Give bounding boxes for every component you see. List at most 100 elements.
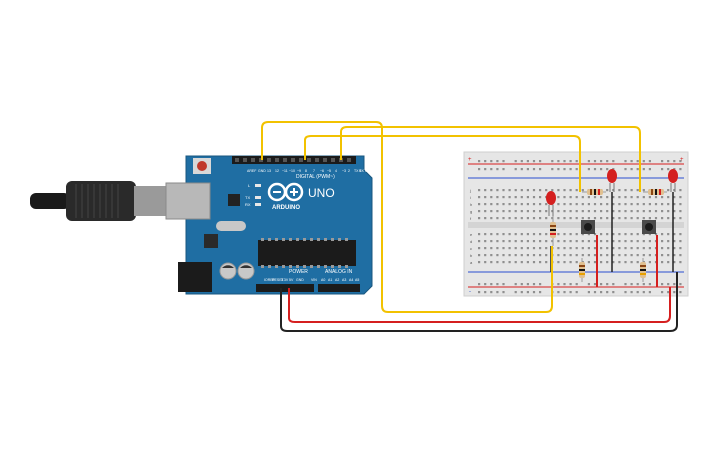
breadboard-hole [569,217,572,220]
wire-red-5v[interactable] [288,287,671,323]
breadboard-hole [514,240,517,243]
breadboard-hole [526,247,529,250]
row-letters-top: j i h g f [469,188,472,221]
wire-yellow-2[interactable] [304,135,581,192]
breadboard-rail-hole [679,283,682,286]
breadboard-hole [557,240,560,243]
breadboard-hole [600,196,603,199]
breadboard-hole [496,247,499,250]
breadboard-hole [484,247,487,250]
uno-label: UNO [308,186,335,200]
breadboard-hole [539,210,542,213]
breadboard-hole [630,247,633,250]
breadboard-rail-hole [496,168,499,171]
resistor-2[interactable] [582,189,606,195]
breadboard-rail-hole [557,291,560,294]
breadboard-hole [575,217,578,220]
breadboard-hole [478,217,481,220]
svg-text:12: 12 [275,169,279,173]
arduino-uno-board[interactable]: AREF GND 13 12 ~11 ~10 ~9 8 7 ~6 ~5 4 ~3… [165,155,373,295]
breadboard-hole [496,261,499,264]
breadboard-hole [532,233,536,236]
breadboard-hole [526,217,529,220]
svg-text:5V: 5V [289,278,294,282]
breadboard-hole [569,261,572,264]
resistor-3[interactable] [643,189,667,195]
svg-text:j: j [469,188,471,193]
breadboard-hole [606,233,609,236]
breadboard-rail-hole [496,283,499,286]
breadboard-hole [679,254,682,257]
reset-button[interactable] [197,161,207,171]
svg-text:A4: A4 [349,278,353,282]
breadboard-rail-hole [563,168,566,171]
rail-plus-label-right: + [680,157,684,163]
breadboard-hole [624,240,627,243]
breadboard-hole [484,203,487,206]
breadboard-rail-hole [648,283,651,286]
breadboard-rail-hole [551,160,554,163]
breadboard-hole [539,261,542,264]
pushbutton-1[interactable] [581,220,595,234]
breadboard-hole [502,196,505,199]
breadboard-hole [593,203,597,206]
breadboard-hole [581,210,584,213]
led-3[interactable] [668,169,678,192]
breadboard-hole [478,189,481,192]
breadboard-rail-hole [661,283,664,286]
breadboard-rail-hole [661,160,664,163]
breadboard-hole [496,210,499,213]
breadboard-rail-hole [563,283,566,286]
wire-yellow-3[interactable] [340,126,641,192]
breadboard-rail-hole [636,291,639,294]
breadboard-hole [600,217,603,220]
breadboard-hole [636,240,639,243]
breadboard-hole [587,254,590,257]
breadboard-hole [612,261,615,264]
breadboard-rail-hole [600,291,603,294]
led-2[interactable] [607,169,617,192]
breadboard-rail-hole [551,168,554,171]
breadboard-hole [514,217,517,220]
breadboard-hole [630,261,633,264]
wire-yellow-1[interactable] [261,121,553,313]
breadboard-rail-hole [575,291,578,294]
breadboard-rail-hole [526,291,529,294]
breadboard-hole [478,240,481,243]
breadboard-hole [612,254,615,257]
wire-black-gnd[interactable] [280,272,678,332]
breadboard-hole [636,189,639,192]
breadboard-hole [606,247,609,250]
aref-label: AREF [247,169,256,173]
breadboard-hole [636,210,639,213]
breadboard-rail-hole [563,160,566,163]
svg-text:4: 4 [335,169,337,173]
breadboard-hole [667,217,670,220]
breadboard-hole [526,261,529,264]
breadboard-rail-hole [478,283,481,286]
breadboard-hole [563,233,566,236]
breadboard-hole [575,233,578,236]
breadboard-rail-hole [587,291,590,294]
breadboard-hole [575,203,578,206]
breadboard-hole [661,240,664,243]
breadboard-rail-hole [514,160,517,163]
breadboard-hole [496,196,499,199]
led-1[interactable] [546,191,556,216]
breadboard-rail-hole [606,160,609,163]
breadboard-hole [648,261,651,264]
pushbutton-2[interactable] [642,220,656,234]
resistor-4[interactable] [579,258,585,282]
breadboard-hole [520,217,523,220]
breadboard-hole [667,210,670,213]
resistor-5[interactable] [640,258,646,282]
crystal [216,221,246,231]
breadboard-rail-hole [490,291,493,294]
usb-cable[interactable] [30,181,166,221]
breadboard-hole [612,203,615,206]
breadboard-rail-hole [600,283,603,286]
breadboard-hole [490,196,493,199]
power-header [256,284,314,292]
resistor-1[interactable] [550,216,556,246]
